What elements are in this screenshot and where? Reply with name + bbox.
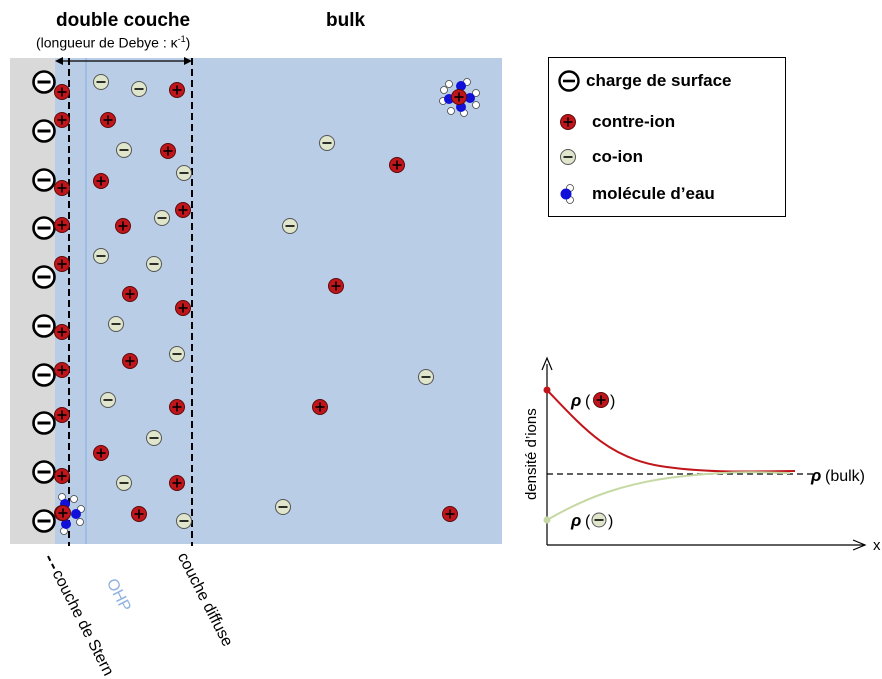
- surface-charge: [32, 119, 56, 143]
- rho-plus-open-paren: (: [585, 393, 591, 410]
- counter-ion: [53, 83, 71, 101]
- surface-charge: [32, 265, 56, 289]
- co-ion: [417, 368, 435, 386]
- co-ion-curve-start: [543, 516, 551, 524]
- legend-label: charge de surface: [586, 71, 732, 90]
- rho-plus-close-paren: ): [610, 393, 615, 410]
- surface-charge: [32, 363, 56, 387]
- legend: charge de surface contre-ion co-ion molé…: [548, 57, 786, 217]
- rho-minus-close-paren: ): [608, 513, 613, 530]
- double-layer-diagram: [10, 57, 502, 546]
- co-ion-density-curve: [546, 471, 791, 521]
- legend-counter-ion: contre-ion: [558, 107, 675, 137]
- surface-charge: [32, 411, 56, 435]
- legend-label: molécule d’eau: [592, 184, 715, 203]
- co-ion: [115, 474, 133, 492]
- counter-ion: [53, 255, 71, 273]
- co-ion: [115, 141, 133, 159]
- double-layer-title: double couche: [56, 10, 191, 31]
- counter-ion: [388, 156, 406, 174]
- solution-region: [55, 58, 502, 544]
- co-ion: [281, 217, 299, 235]
- co-ion: [168, 345, 186, 363]
- legend-label: contre-ion: [592, 112, 676, 131]
- debye-exponent: -1: [177, 34, 186, 44]
- counter-ion: [168, 474, 186, 492]
- counter-ion: [130, 505, 148, 523]
- debye-text: (longueur de Debye : κ: [36, 34, 178, 51]
- legend-surface-charge: charge de surface: [557, 66, 732, 96]
- co-ion: [175, 512, 193, 530]
- surface-charge: [32, 168, 56, 192]
- counter-ion: [53, 406, 71, 424]
- legend-co-ion: co-ion: [558, 142, 643, 172]
- surface-charge: [32, 216, 56, 240]
- water-molecule-icon: [560, 184, 574, 204]
- counter-ion: [53, 361, 71, 379]
- counter-ion: [168, 398, 186, 416]
- y-axis-label: densité d’ions: [523, 408, 540, 500]
- counter-ion: [441, 505, 459, 523]
- counter-ion: [159, 142, 177, 160]
- x-axis-label: x: [873, 537, 881, 554]
- co-ion: [175, 164, 193, 182]
- surface-charge-icon: [558, 70, 580, 92]
- co-ion: [153, 209, 171, 227]
- bulk-title: bulk: [326, 10, 366, 31]
- legend-label: co-ion: [592, 147, 643, 166]
- ion-density-plot: densité d’ions x ρ ( ) ρ ( ) ρ (bulk): [523, 356, 881, 554]
- counter-ion: [99, 111, 117, 129]
- co-ion: [99, 391, 117, 409]
- hydrated-ion-bulk: [439, 78, 480, 117]
- surface-charge: [32, 314, 56, 338]
- rho-minus-ion-icon: [591, 512, 607, 528]
- arrow-head-right: [184, 57, 192, 65]
- legend-water-molecule: molécule d’eau: [558, 179, 715, 209]
- counter-ion: [53, 179, 71, 197]
- hydrated-ion-stern: [54, 493, 85, 535]
- counter-ion: [121, 352, 139, 370]
- co-ion: [92, 247, 110, 265]
- counter-ion: [327, 277, 345, 295]
- debye-close: ): [185, 34, 191, 51]
- debye-length-label: (longueur de Debye : κ-1): [36, 34, 190, 51]
- co-ion: [318, 134, 336, 152]
- y-axis-arrow: [541, 356, 553, 371]
- counter-ion-icon: [560, 114, 576, 130]
- counter-ion: [92, 444, 110, 462]
- counter-ion: [174, 299, 192, 317]
- counter-ion: [53, 467, 71, 485]
- counter-ion-curve-start: [543, 386, 551, 394]
- rho-plus-ion-icon: [593, 392, 609, 408]
- counter-ion: [53, 111, 71, 129]
- surface-charge: [32, 460, 56, 484]
- counter-ion: [53, 323, 71, 341]
- counter-ion: [311, 398, 329, 416]
- rho-minus-open-paren: (: [585, 513, 591, 530]
- rho-bulk-text: (bulk): [825, 468, 865, 485]
- arrow-head-left: [55, 57, 63, 65]
- co-ion: [145, 429, 163, 447]
- surface-charge: [32, 509, 56, 533]
- counter-ion: [92, 172, 110, 190]
- co-ion: [145, 255, 163, 273]
- rho-bulk-symbol: ρ: [810, 466, 821, 485]
- co-ion: [130, 80, 148, 98]
- counter-ion: [174, 201, 192, 219]
- counter-ion: [114, 217, 132, 235]
- x-axis-arrow: [852, 539, 867, 551]
- co-ion: [274, 498, 292, 516]
- counter-ion: [53, 216, 71, 234]
- co-ion: [107, 315, 125, 333]
- surface-charge: [32, 70, 56, 94]
- co-ion-icon: [560, 149, 576, 165]
- rho-plus-symbol: ρ: [570, 391, 581, 410]
- rho-minus-symbol: ρ: [570, 511, 581, 530]
- co-ion: [92, 73, 110, 91]
- counter-ion: [168, 81, 186, 99]
- counter-ion: [121, 285, 139, 303]
- stern-dash-marker: [47, 555, 56, 569]
